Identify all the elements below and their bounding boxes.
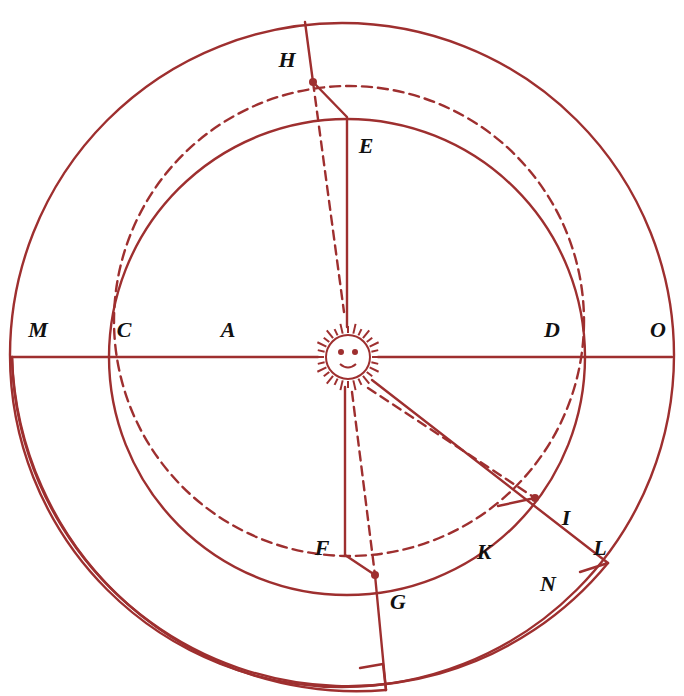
point-label: M — [28, 319, 48, 341]
dashed-line — [352, 392, 375, 575]
point-label: A — [221, 319, 236, 341]
point-label: L — [593, 537, 606, 559]
sun-ray — [318, 350, 325, 352]
sun-ray — [353, 324, 355, 334]
sun-ray — [335, 329, 338, 335]
points — [309, 78, 539, 579]
point-label: N — [540, 573, 556, 595]
line-he — [305, 22, 347, 327]
dashed-line — [313, 82, 344, 312]
point-label: G — [390, 591, 406, 613]
sun-ray — [367, 338, 372, 342]
sun — [314, 324, 382, 390]
sun-ray — [317, 342, 326, 346]
line-ki — [498, 498, 535, 506]
line-mo — [12, 356, 318, 358]
sun-ray — [353, 380, 355, 390]
sun-ray — [371, 362, 378, 364]
point-label: E — [359, 135, 374, 157]
sun-ray — [324, 372, 329, 376]
sun-ray — [347, 381, 349, 388]
sun-ray — [327, 330, 333, 338]
arc — [12, 357, 608, 686]
sun-ray — [340, 324, 342, 334]
sun-ray — [347, 326, 349, 333]
point-label: H — [278, 49, 295, 71]
sun-ray — [363, 330, 369, 338]
sun-ray — [370, 367, 379, 371]
sun-ray — [335, 379, 338, 385]
point-label: O — [650, 319, 666, 341]
sun-ray — [371, 350, 378, 352]
point-label: D — [544, 319, 560, 341]
point-label: F — [315, 537, 330, 559]
point-label: K — [477, 541, 492, 563]
dashed-line — [368, 388, 535, 498]
sun-ray — [358, 379, 361, 385]
sun-ray — [372, 356, 382, 358]
sun-ray — [363, 376, 369, 384]
sun-ray — [318, 362, 325, 364]
sun-ray — [314, 356, 324, 358]
point-label: I — [562, 507, 571, 529]
sun-ray — [367, 372, 372, 376]
point-label: C — [117, 319, 132, 341]
line-mo — [378, 356, 672, 358]
eccentric-circle — [114, 86, 584, 556]
line-al — [372, 380, 608, 572]
sun-ray — [327, 376, 333, 384]
line-fg — [345, 387, 386, 690]
wedge — [360, 664, 386, 690]
arc — [12, 357, 386, 691]
sun-ray — [324, 338, 329, 342]
sun-ray — [370, 342, 379, 346]
sun-ray — [358, 329, 361, 335]
sun-ray — [340, 380, 342, 390]
sun-ray — [317, 367, 326, 371]
